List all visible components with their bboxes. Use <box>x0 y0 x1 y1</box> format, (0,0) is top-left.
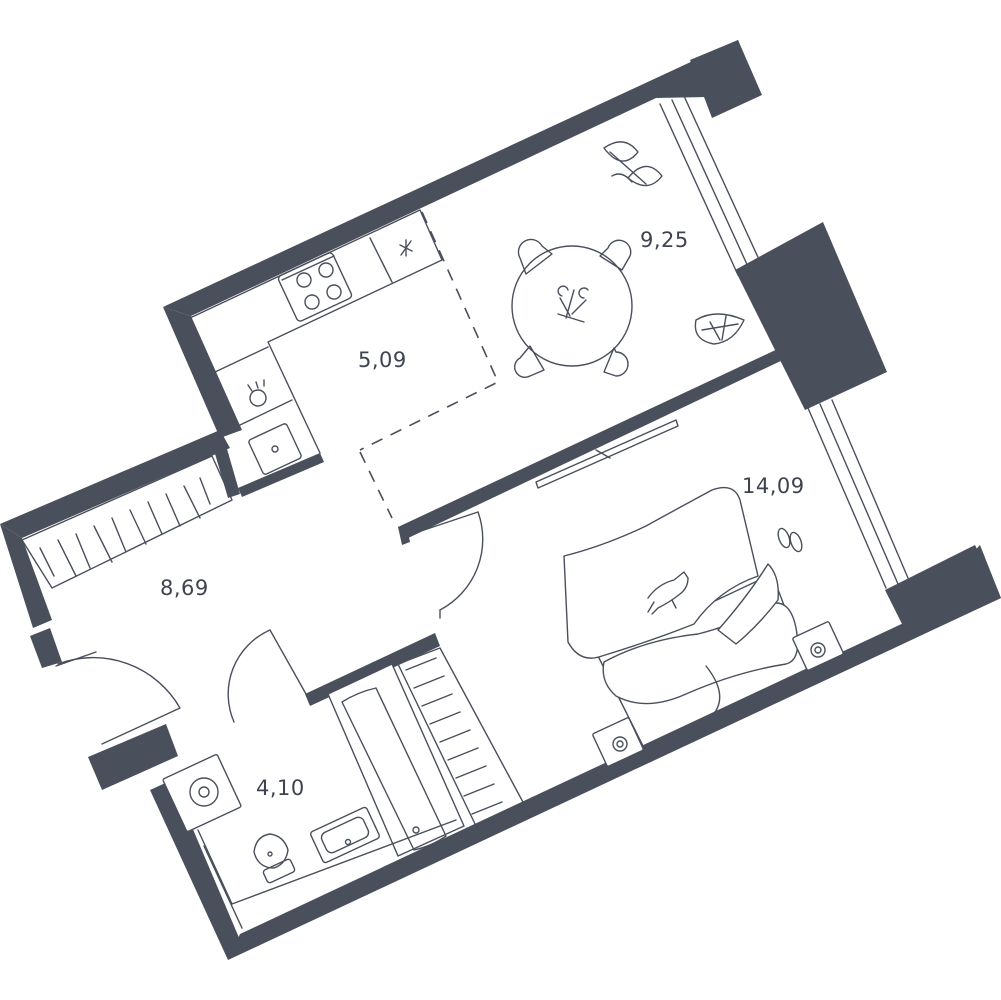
wall-bath-top <box>305 633 440 706</box>
sink-icon <box>248 423 302 475</box>
walls <box>0 40 1001 960</box>
window-top-right <box>659 95 763 276</box>
door-bathroom <box>227 629 307 723</box>
washing-machine-icon <box>162 753 242 833</box>
wall-kitchen-left <box>163 307 242 438</box>
wall-kitchen-bottom <box>238 453 324 497</box>
hall-closet <box>21 455 233 589</box>
wall-bottom <box>228 545 1001 960</box>
nightstand-right <box>792 621 844 671</box>
wall-hall-left <box>0 524 52 628</box>
kettle-icon <box>247 379 267 407</box>
wall-top-right-pier <box>690 40 762 118</box>
wall-top <box>163 40 760 316</box>
door-entrance <box>55 651 181 745</box>
window-bottom-right <box>807 399 909 589</box>
flower-vase-icon <box>557 285 589 323</box>
area-label-kitchen: 5,09 <box>358 348 407 372</box>
plant-icon-top <box>603 141 663 187</box>
wall-bath-left-stub <box>88 724 178 790</box>
dining-table <box>511 238 633 378</box>
wall-partition <box>398 347 787 540</box>
cat-icon <box>647 571 689 615</box>
wall-right-column <box>735 222 887 410</box>
wall-closet-inner <box>213 442 240 498</box>
wall-hall-mid <box>398 524 410 545</box>
bathtub <box>327 663 465 857</box>
stove-icon <box>277 252 353 322</box>
door-bedroom <box>405 511 484 619</box>
area-label-bathroom: 4,10 <box>256 776 305 800</box>
wall-closet-top <box>0 430 230 538</box>
area-label-hallway: 8,69 <box>160 576 209 600</box>
tv-icon <box>535 419 679 489</box>
bathroom-closet <box>397 647 525 827</box>
wall-hall-stub <box>30 628 62 668</box>
washbasin <box>310 806 380 864</box>
wall-bottom-right-pier <box>885 545 1001 640</box>
nightstand-left <box>592 717 644 767</box>
fridge-icon <box>399 239 413 257</box>
bath-wall-lines <box>197 819 457 929</box>
bed <box>563 486 813 757</box>
area-label-living: 9,25 <box>640 228 689 252</box>
wall-bath-left <box>150 780 240 960</box>
toilet-icon <box>253 833 296 884</box>
slippers-icon <box>777 527 803 553</box>
kitchen-counter <box>189 209 443 454</box>
plant-icon-bottom <box>694 313 745 345</box>
area-label-bedroom: 14,09 <box>742 474 805 498</box>
